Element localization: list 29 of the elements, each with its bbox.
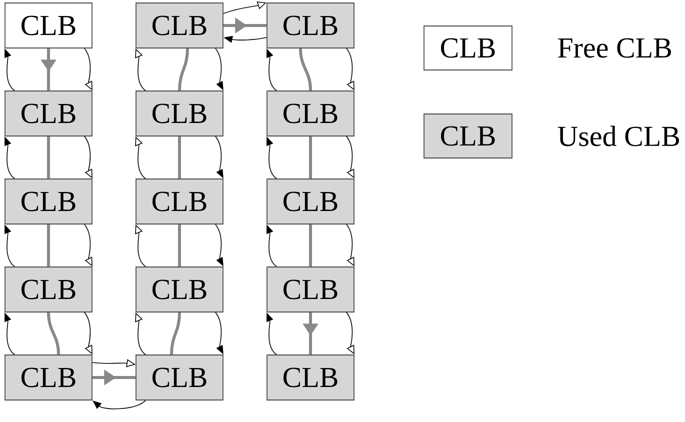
block-box: CLB [4, 266, 92, 312]
legend-label: Used CLB [558, 126, 680, 146]
block-box: CLB [136, 178, 224, 224]
block-box: CLB [266, 354, 354, 400]
block-box: CLB [136, 90, 224, 136]
block-box: CLB [266, 90, 354, 136]
flow-line [47, 312, 60, 355]
flow-line [178, 224, 181, 267]
flow-line [178, 48, 189, 91]
block-box: CLB [136, 354, 224, 400]
block-box: CLB [136, 2, 224, 48]
block-box: CLB [266, 2, 354, 48]
block-box: CLB [4, 90, 92, 136]
legend-box: CLB [424, 26, 512, 70]
flow-line [309, 224, 312, 267]
block-box: CLB [266, 266, 354, 312]
block-box: CLB [4, 354, 92, 400]
block-box: CLB [4, 178, 92, 224]
block-box: CLB [4, 2, 92, 48]
legend-box: CLB [424, 114, 512, 158]
flow-line [47, 136, 50, 179]
block-box: CLB [266, 178, 354, 224]
flow-line [309, 136, 312, 179]
flow-line [170, 312, 181, 355]
block-box: CLB [136, 266, 224, 312]
flow-line [299, 48, 312, 91]
legend-label: Free CLB [558, 38, 671, 58]
flow-line [178, 136, 181, 179]
flow-line [47, 224, 50, 267]
